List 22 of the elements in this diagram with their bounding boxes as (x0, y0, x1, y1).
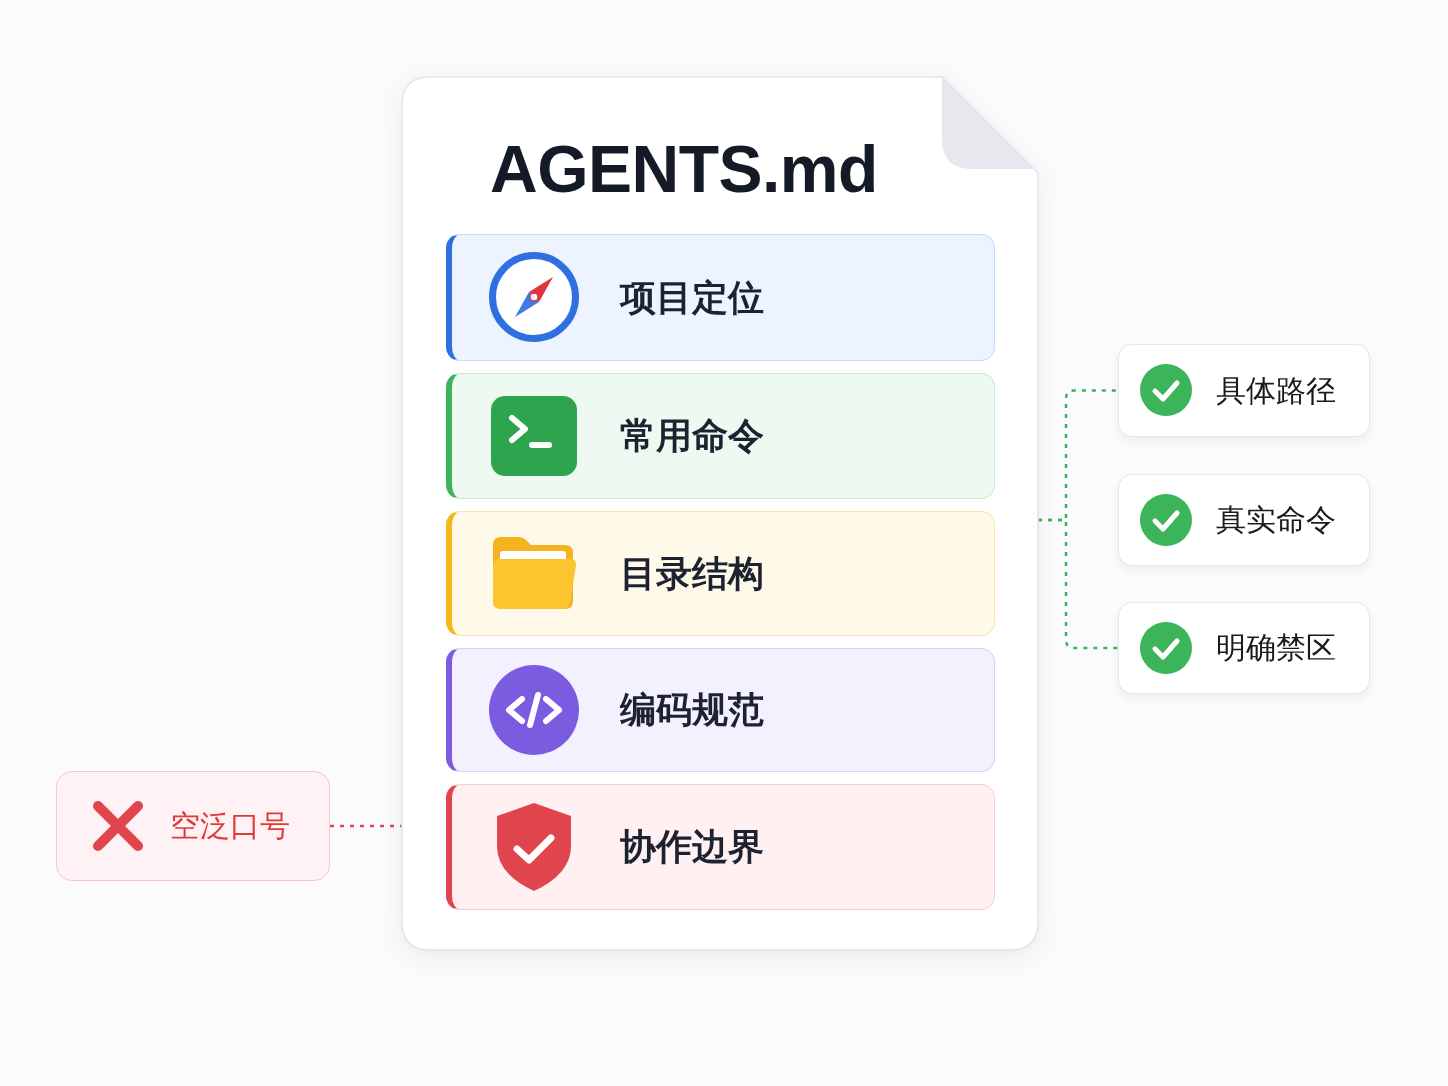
section-row (446, 784, 995, 910)
note-label: 真实命令 (1216, 502, 1336, 538)
note-label: 具体路径 (1216, 372, 1336, 409)
section-row (446, 234, 995, 361)
note-card (1118, 474, 1370, 566)
note-label: 明确禁区 (1216, 630, 1336, 666)
section-label: 目录结构 (620, 551, 764, 596)
note-card (1118, 344, 1370, 437)
section-label: 项目定位 (620, 275, 764, 320)
section-row (446, 373, 995, 499)
document-title: AGENTS.md (490, 133, 878, 206)
note-card (1118, 602, 1370, 694)
warning-label: 空泛口号 (170, 808, 290, 844)
section-row (446, 511, 995, 636)
section-label: 协作边界 (620, 825, 764, 869)
connector-line (1038, 518, 1118, 650)
document-card (402, 77, 1038, 950)
warning-card (56, 771, 330, 881)
connector-line (330, 824, 402, 828)
section-label: 常用命令 (620, 414, 764, 458)
section-row (446, 648, 995, 772)
section-label: 编码规范 (620, 688, 764, 732)
